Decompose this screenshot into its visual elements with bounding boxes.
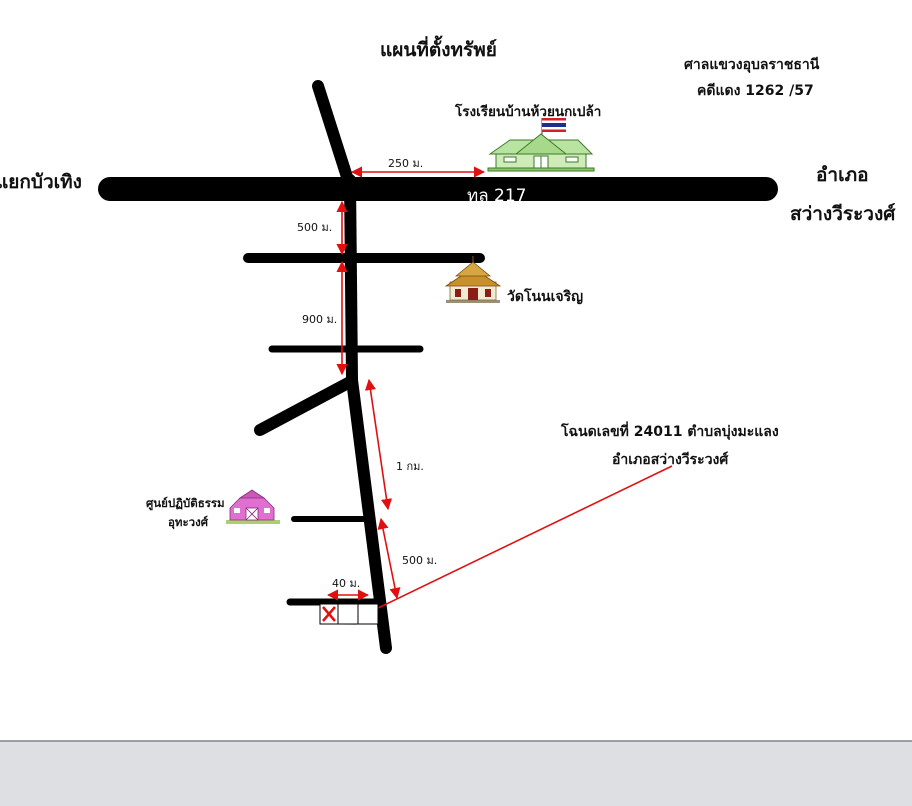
pointer-deed-line [343,465,673,625]
roads [98,80,778,654]
deed-label-line1: โฉนดเลขที่ 24011 ตำบลบุ่งมะแลง [561,424,779,440]
school-label: โรงเรียนบ้านห้วยนกเปล้า [455,104,602,120]
arrow-long-stretch [364,378,393,511]
highway-label: ทล 217 [467,186,527,206]
location-map [98,80,778,654]
north-road-segment [312,80,354,186]
plot-x-marker-icon [319,603,379,625]
court-name: ศาลแขวงอุบลราชธานี [684,57,820,73]
school-building-icon [487,133,595,172]
distance-first-road-label: 500 ม. [297,221,333,234]
distance-last-stretch-label: 500 ม. [402,554,438,567]
page-title: แผนที่ตั้งทรัพย์ [380,39,497,61]
meditation-center-label-line1: ศูนย์ปฏิบัติธรรม [146,496,225,510]
barn-icon [226,489,280,524]
distance-arrows [326,166,673,625]
meditation-center-label-line2: อุทะวงศ์ [168,515,209,529]
temple-icon [444,256,502,303]
east-district-label-line1: อำเภอ [816,164,869,186]
distance-long-stretch-label: 1 กม. [396,460,424,473]
diagonal-road [254,376,356,436]
case-number: คดีแดง 1262 /57 [697,83,814,99]
temple-label: วัดโนนเจริญ [507,289,584,305]
map-page: แผนที่ตั้งทรัพย์ ศาลแขวงอุบลราชธานี คดีแ… [0,39,896,654]
deed-label-line2: อำเภอสว่างวีระวงศ์ [612,452,729,468]
distance-plot-label: 40 ม. [332,577,361,590]
distance-school-label: 250 ม. [388,157,424,170]
east-district-label-line2: สว่างวีระวงศ์ [790,203,896,225]
west-junction-label: แยกบัวเทิง [0,171,82,193]
arrow-last-stretch [377,517,401,600]
distance-second-road-label: 900 ม. [302,313,338,326]
viewer-bottom-bar [0,740,912,806]
